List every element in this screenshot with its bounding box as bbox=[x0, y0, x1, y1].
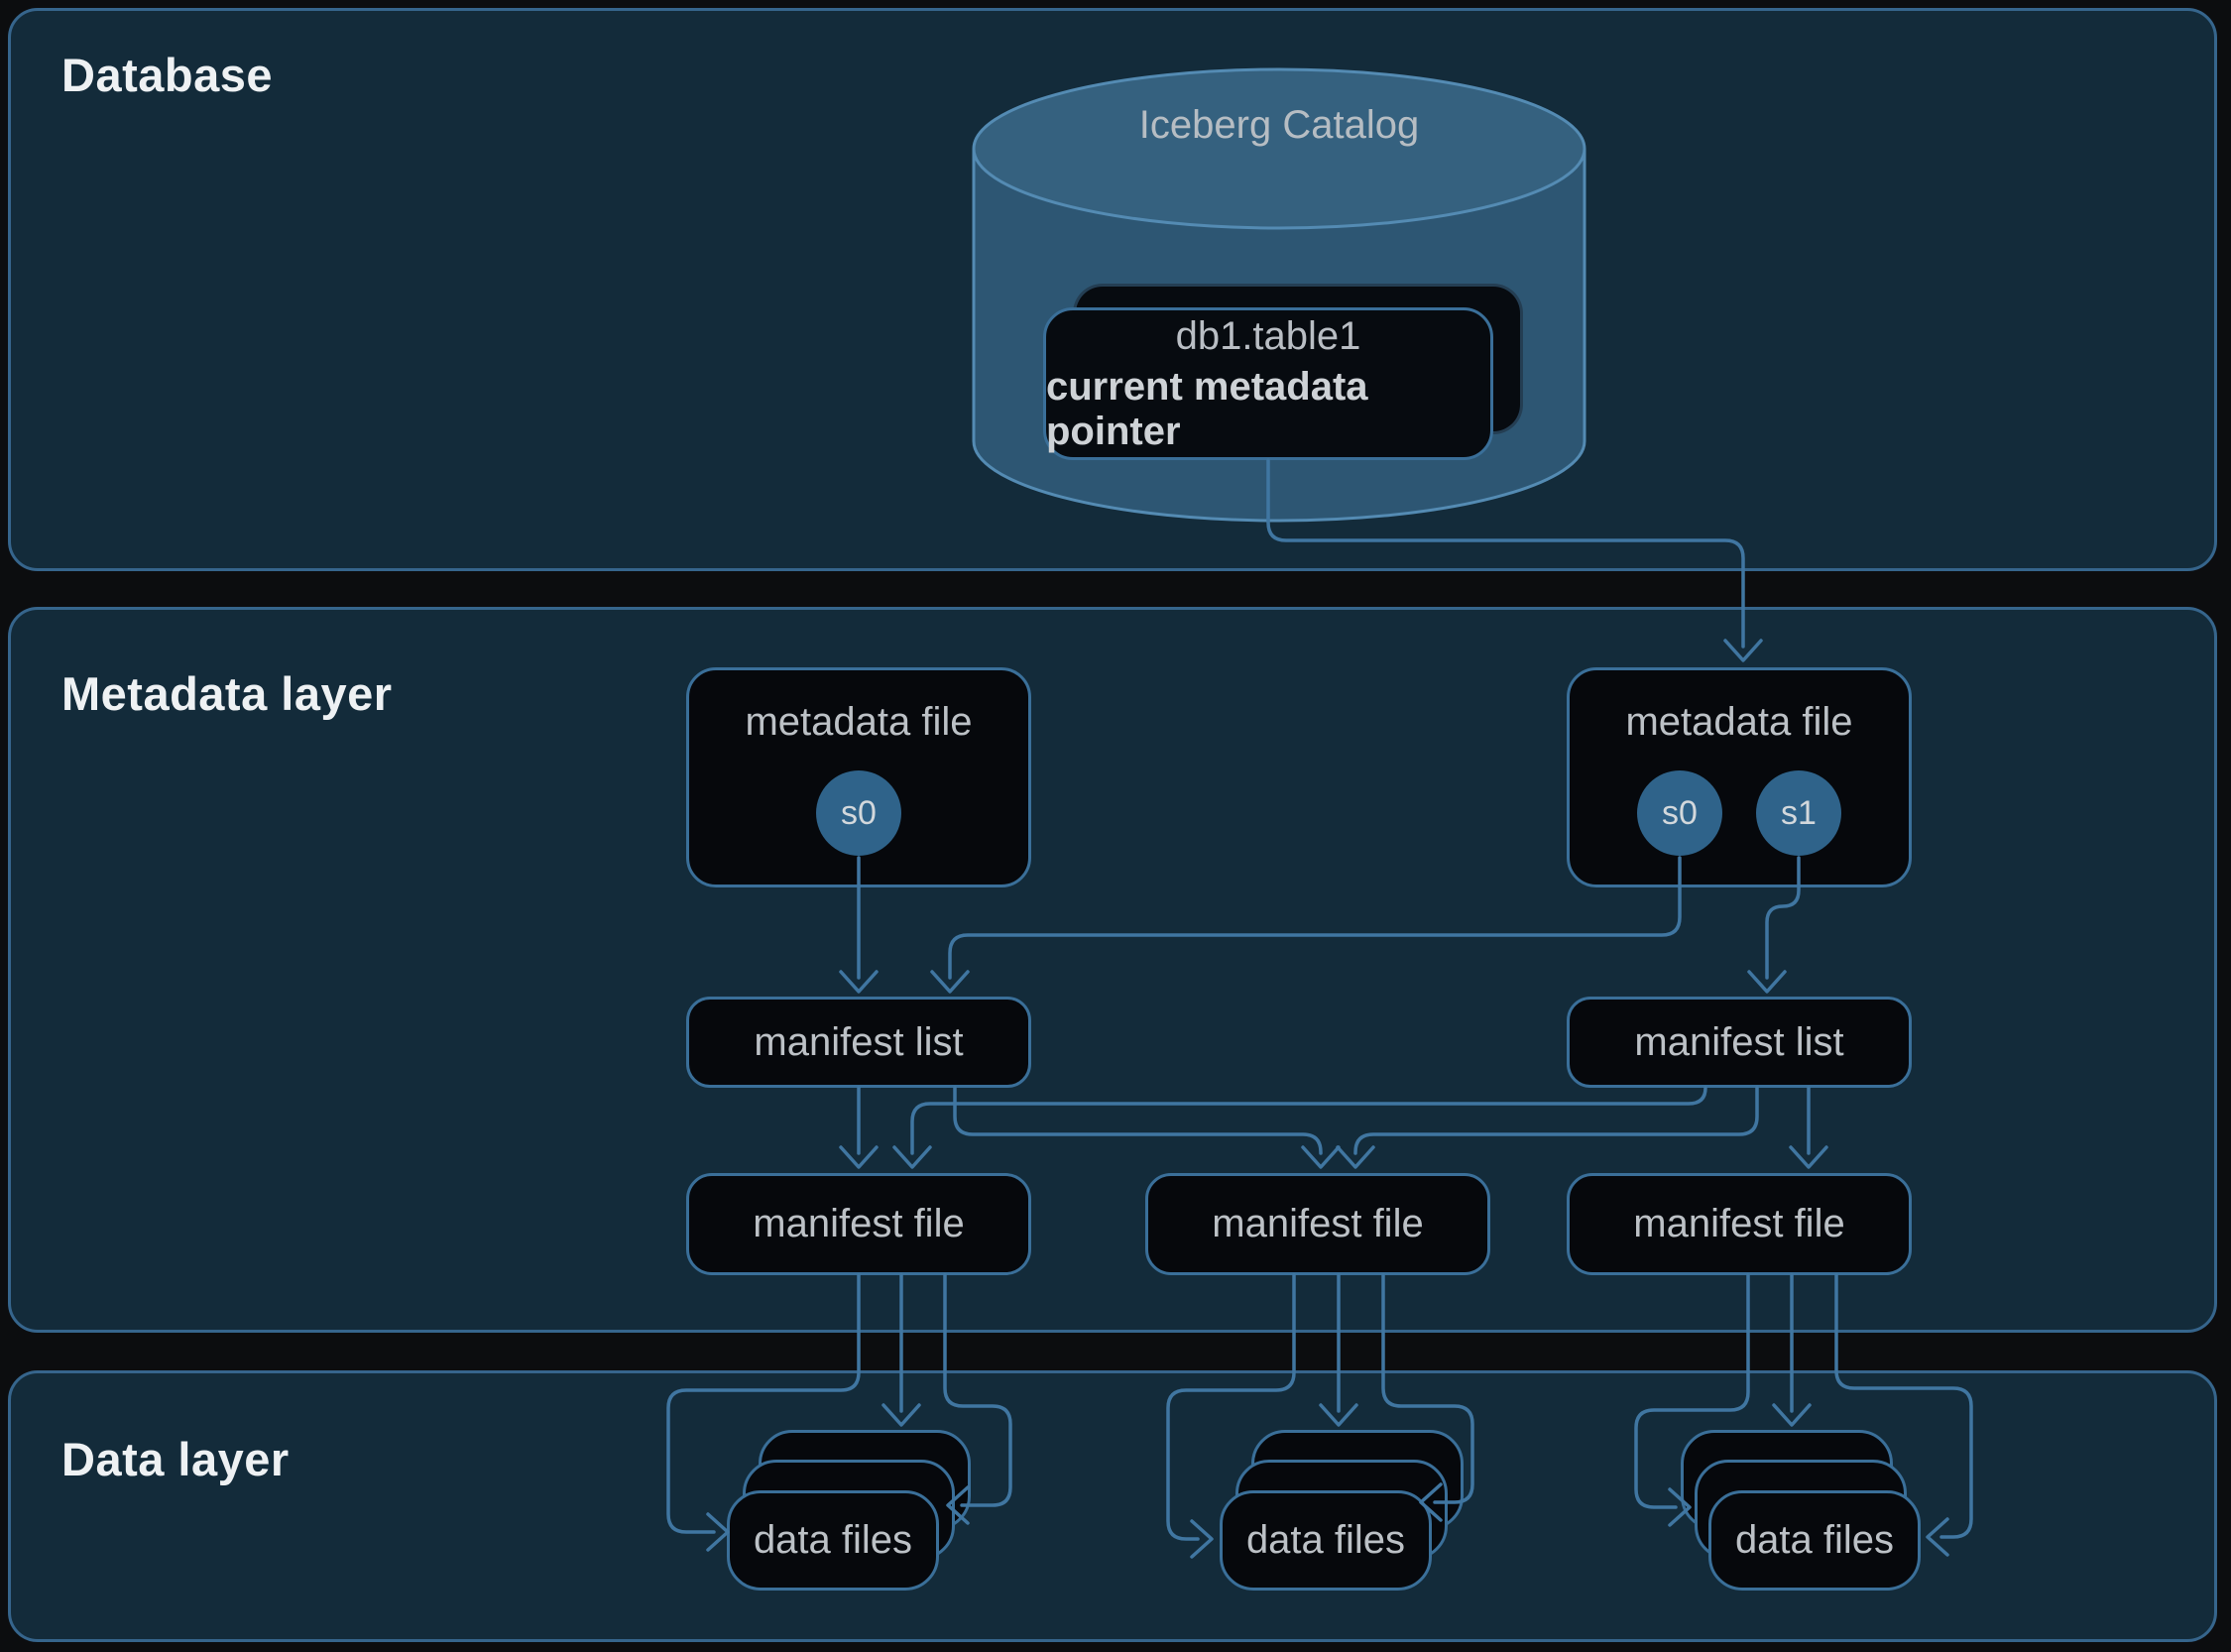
metadata-pointer-box: db1.table1 current metadata pointer bbox=[1043, 307, 1493, 460]
metadata-file-left-box: metadata file s0 bbox=[686, 667, 1031, 887]
metadata-file-right-box: metadata file s0 s1 bbox=[1567, 667, 1912, 887]
snapshot-s0-left: s0 bbox=[816, 770, 901, 856]
manifest-file-left-label: manifest file bbox=[753, 1202, 965, 1245]
data-files-right-box: data files bbox=[1708, 1490, 1921, 1591]
current-metadata-pointer-label: current metadata pointer bbox=[1046, 364, 1368, 453]
manifest-file-right-box: manifest file bbox=[1567, 1173, 1912, 1275]
data-layer-title: Data layer bbox=[61, 1433, 290, 1485]
manifest-list-left-label: manifest list bbox=[754, 1019, 964, 1064]
metadata-layer-title: Metadata layer bbox=[61, 667, 393, 720]
data-files-left-box: data files bbox=[727, 1490, 939, 1591]
data-files-mid-label: data files bbox=[1245, 1518, 1406, 1562]
catalog-title: Iceberg Catalog bbox=[1138, 103, 1420, 147]
data-files-left-label: data files bbox=[753, 1518, 913, 1562]
metadata-file-left-label: metadata file bbox=[745, 700, 973, 744]
snapshot-s0-right: s0 bbox=[1637, 770, 1722, 856]
table-name-label: db1.table1 bbox=[1175, 313, 1361, 358]
data-files-right-label: data files bbox=[1734, 1518, 1895, 1562]
database-title: Database bbox=[61, 49, 273, 101]
snapshot-s1-right: s1 bbox=[1756, 770, 1841, 856]
data-files-mid-box: data files bbox=[1220, 1490, 1432, 1591]
manifest-list-left-box: manifest list bbox=[686, 997, 1031, 1088]
manifest-file-left-box: manifest file bbox=[686, 1173, 1031, 1275]
manifest-file-mid-box: manifest file bbox=[1145, 1173, 1490, 1275]
manifest-file-right-label: manifest file bbox=[1633, 1202, 1845, 1245]
metadata-file-right-label: metadata file bbox=[1625, 700, 1853, 744]
manifest-list-right-box: manifest list bbox=[1567, 997, 1912, 1088]
manifest-file-mid-label: manifest file bbox=[1212, 1202, 1424, 1245]
manifest-list-right-label: manifest list bbox=[1634, 1019, 1844, 1064]
